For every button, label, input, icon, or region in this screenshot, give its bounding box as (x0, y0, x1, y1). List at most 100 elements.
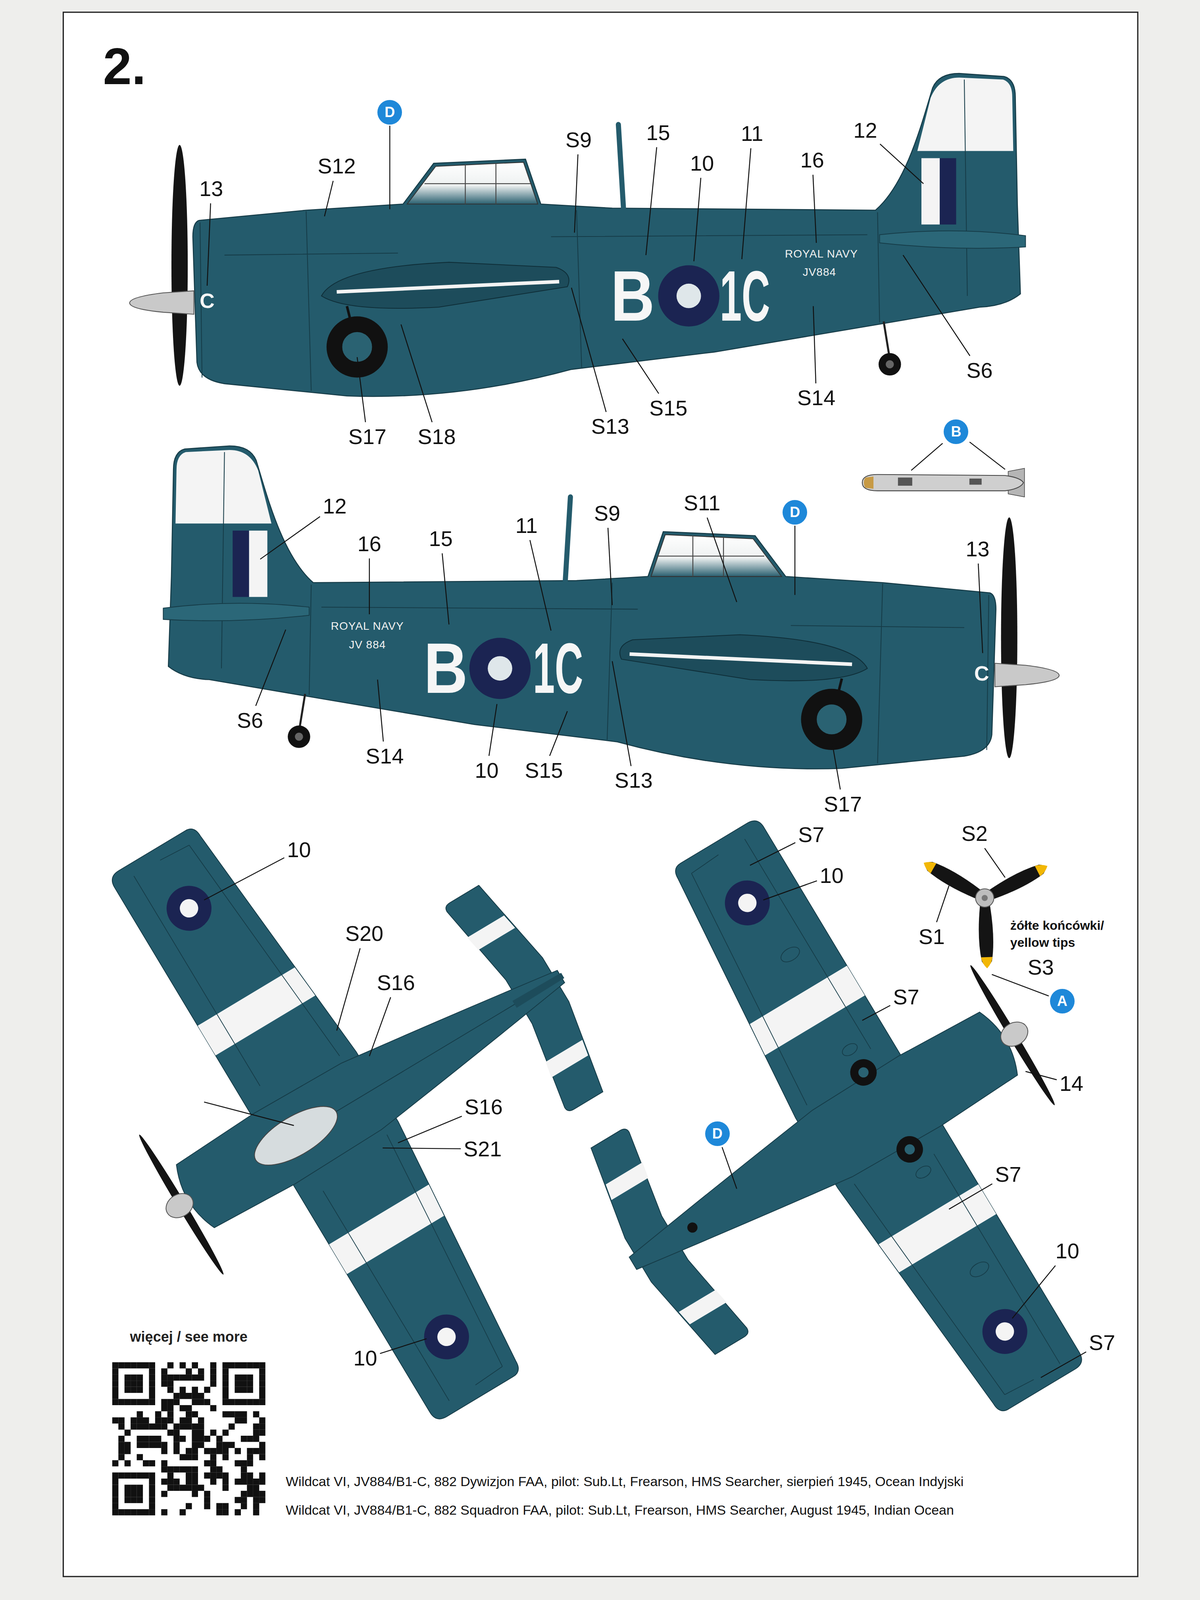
qr-module (148, 1392, 156, 1400)
qr-module (148, 1386, 156, 1394)
qr-module (191, 1374, 199, 1381)
qr-module (130, 1374, 137, 1381)
qr-module (130, 1484, 137, 1491)
qr-module (124, 1386, 131, 1394)
qr-module (246, 1435, 254, 1443)
qr-module (148, 1368, 156, 1375)
qr-module (198, 1392, 205, 1400)
tank-stencil (969, 478, 982, 485)
callout-number: 11 (515, 513, 538, 538)
qr-module (173, 1466, 180, 1473)
qr-module (253, 1509, 260, 1516)
qr-module (173, 1478, 180, 1485)
qr-module (240, 1435, 248, 1443)
aircraft-code: 1C (532, 628, 584, 708)
qr-module (185, 1484, 193, 1491)
qr-module (246, 1448, 254, 1455)
qr-module (148, 1509, 156, 1516)
qr-module (118, 1362, 125, 1369)
leader-line (442, 553, 449, 625)
qr-module (173, 1392, 180, 1400)
qr-module (167, 1417, 174, 1424)
qr-module (253, 1398, 260, 1406)
qr-module (124, 1362, 131, 1369)
letter-marker: B (943, 419, 969, 445)
qr-module (136, 1362, 144, 1369)
qr-module (198, 1484, 205, 1491)
callout-number: 13 (965, 537, 990, 561)
callout-number: 13 (199, 176, 224, 201)
qr-module (118, 1453, 125, 1461)
leader-line (880, 144, 924, 184)
qr-module (185, 1374, 193, 1381)
callout-number: S18 (417, 425, 456, 449)
callout-number: S1 (918, 925, 945, 949)
leader-line (969, 442, 1005, 470)
qr-module (173, 1429, 180, 1437)
qr-module (124, 1509, 131, 1516)
qr-module (203, 1472, 211, 1479)
caption-line: Wildcat VI, JV884/B1-C, 882 Squadron FAA… (285, 1502, 954, 1518)
callout-number: S14 (365, 744, 404, 768)
qr-module (179, 1435, 187, 1443)
qr-module (136, 1423, 144, 1430)
qr-module (222, 1380, 229, 1387)
qr-module (167, 1466, 174, 1473)
qr-module (253, 1448, 260, 1455)
qr-module (240, 1496, 248, 1504)
qr-module (142, 1472, 150, 1479)
qr-module (222, 1503, 229, 1510)
callout-number: S15 (649, 396, 688, 420)
qr-module (179, 1423, 187, 1430)
leader-line (911, 443, 943, 471)
qr-module (240, 1380, 248, 1387)
qr-module (161, 1466, 168, 1473)
callout-number: S20 (345, 921, 384, 946)
qr-module (173, 1398, 180, 1406)
qr-module (191, 1435, 199, 1443)
callout-number: 16 (800, 148, 825, 172)
qr-module (234, 1386, 241, 1394)
qr-module (112, 1478, 119, 1485)
qr-module (130, 1423, 137, 1430)
tank-body (862, 474, 1024, 491)
cowl-letter: C (199, 289, 215, 313)
qr-module (167, 1478, 174, 1485)
qr-module (246, 1386, 254, 1394)
qr-module (259, 1386, 266, 1394)
qr-module (240, 1490, 248, 1498)
qr-module (148, 1374, 156, 1381)
qr-module (185, 1448, 193, 1455)
qr-module (112, 1503, 119, 1510)
qr-ground (108, 1358, 270, 1520)
qr-module (161, 1460, 168, 1467)
qr-module (222, 1478, 229, 1485)
callout-number: S7 (995, 1162, 1022, 1187)
qr-module (222, 1453, 229, 1461)
qr-module (124, 1380, 131, 1387)
qr-module (234, 1411, 241, 1418)
qr-module (185, 1417, 193, 1424)
qr-module (216, 1435, 223, 1443)
qr-module (216, 1441, 223, 1449)
qr-module (118, 1472, 125, 1479)
marker-letter: A (1057, 994, 1068, 1009)
qr-module (148, 1496, 156, 1504)
qr-module (246, 1472, 254, 1479)
qr-module (203, 1496, 211, 1504)
qr-module (148, 1380, 156, 1387)
qr-module (130, 1386, 137, 1394)
qr-module (234, 1417, 241, 1424)
qr-module (198, 1398, 205, 1406)
qr-module (155, 1423, 162, 1430)
qr-module (185, 1392, 193, 1400)
leader-line (203, 1101, 294, 1126)
qr-module (234, 1380, 241, 1387)
qr-module (179, 1466, 187, 1473)
qr-module (222, 1448, 229, 1455)
qr-module (142, 1435, 150, 1443)
qr-module (259, 1441, 266, 1449)
note-text: żółte końcówki/ (1010, 918, 1104, 933)
qr-module (259, 1429, 266, 1437)
